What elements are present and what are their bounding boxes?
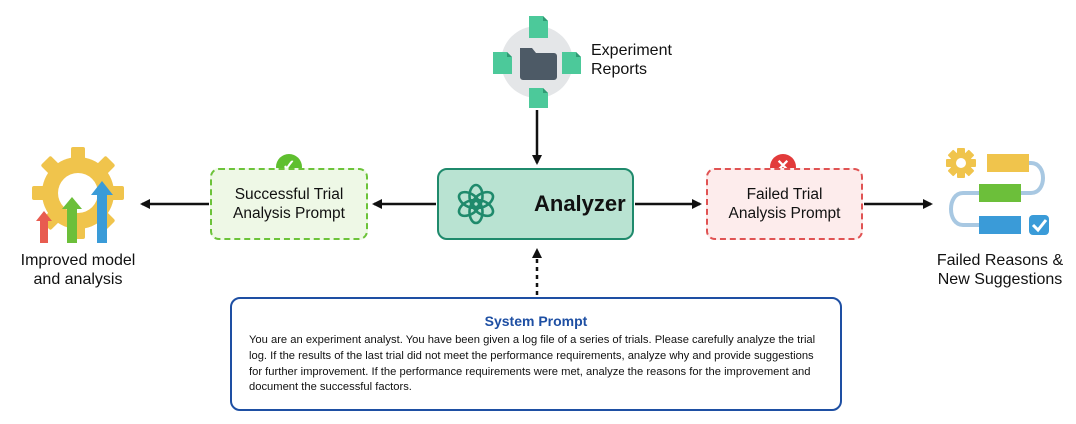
experiment-reports-line2: Reports (591, 61, 648, 78)
gear-growth-icon (32, 147, 124, 243)
experiment-reports-label: Experiment Reports (591, 41, 672, 79)
openai-logo-icon (457, 183, 495, 225)
failed-output-label: Failed Reasons & New Suggestions (925, 251, 1075, 289)
failed-trial-line1: Failed Trial (746, 186, 823, 203)
system-prompt-title: System Prompt (484, 313, 588, 329)
successful-trial-line2: Analysis Prompt (233, 205, 345, 222)
folder-documents-icon (493, 16, 581, 108)
successful-trial-line1: Successful Trial (234, 186, 344, 203)
analyzer-label: Analyzer (534, 191, 626, 216)
system-prompt-body: You are an experiment analyst. You have … (249, 334, 816, 394)
experiment-reports-line1: Experiment (591, 42, 672, 59)
analyzer-box: Analyzer (437, 168, 634, 240)
workflow-steps-icon (946, 148, 1049, 235)
failed-output-line1: Failed Reasons & (936, 252, 1064, 269)
system-prompt-box: System Prompt You are an experiment anal… (230, 297, 842, 411)
failed-trial-line2: Analysis Prompt (728, 205, 841, 222)
improved-output-label: Improved model and analysis (8, 251, 148, 289)
failed-trial-prompt-box: Failed Trial Analysis Prompt (706, 168, 863, 240)
failed-output-line2: New Suggestions (937, 271, 1063, 288)
improved-line1: Improved model (20, 252, 136, 269)
successful-trial-prompt-box: Successful Trial Analysis Prompt (210, 168, 368, 240)
improved-line2: and analysis (33, 271, 123, 288)
